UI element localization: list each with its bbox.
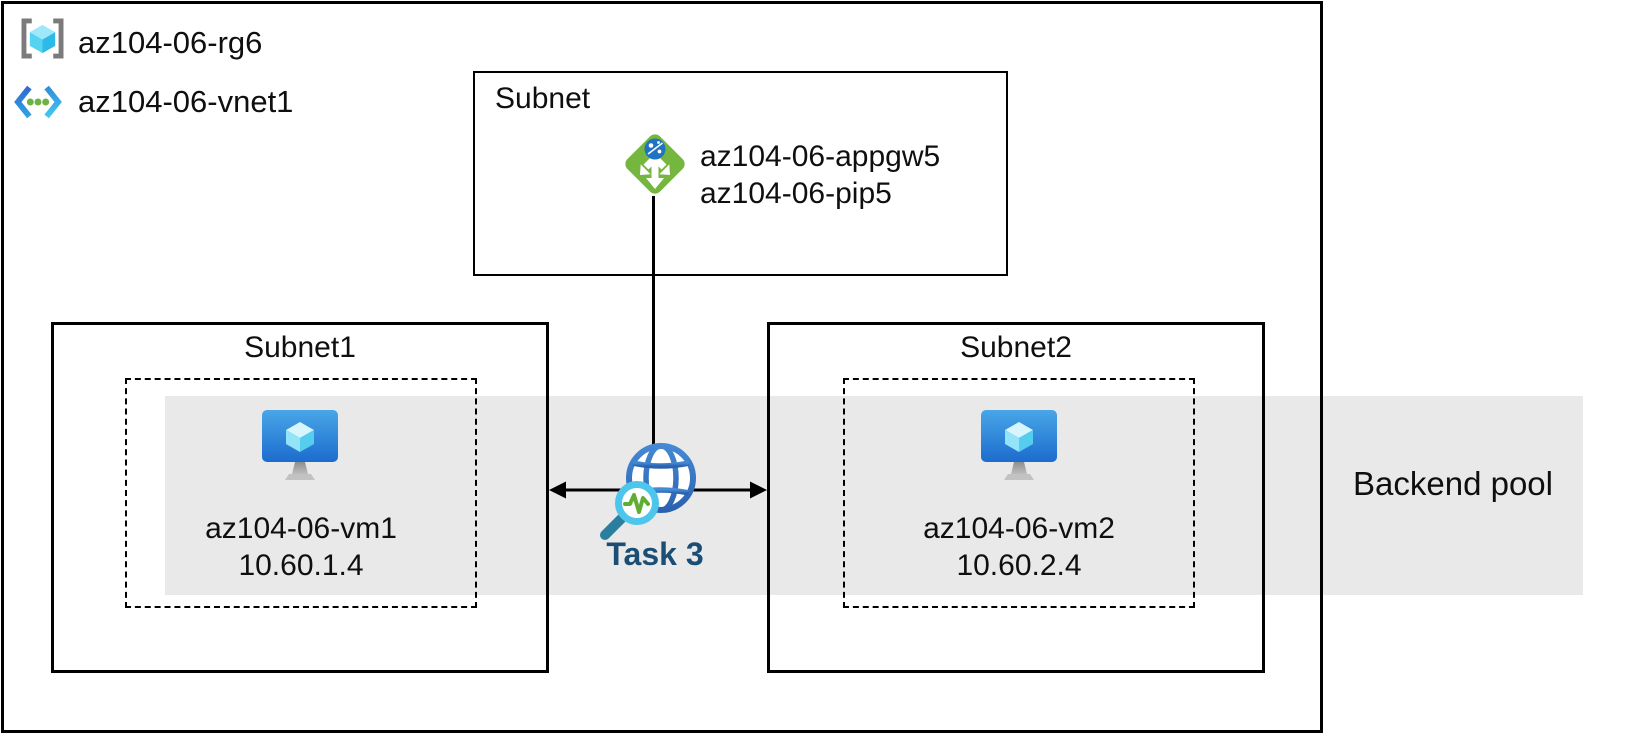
gateway-pip-label: az104-06-pip5 (700, 177, 892, 210)
vnet-boundary-box (1, 1, 1323, 733)
resource-group-icon (20, 18, 65, 59)
application-gateway-icon (620, 129, 690, 199)
gateway-subnet-box: Subnet (473, 71, 1008, 276)
task-label: Task 3 (606, 536, 704, 572)
magnifier-icon (600, 481, 659, 540)
virtual-machine-icon-vm1 (262, 410, 338, 484)
subnet2-title: Subnet2 (960, 331, 1072, 364)
subnet1-box: Subnet1 (51, 322, 549, 673)
subnet1-backend-dashed-box (125, 378, 477, 608)
gateway-labels: az104-06-appgw5 az104-06-pip5 (700, 138, 940, 212)
virtual-machine-icon-vm2 (981, 410, 1057, 484)
backend-pool-band (165, 396, 1583, 595)
vm1-name-label: az104-06-vm1 (205, 512, 397, 545)
resource-group-label: az104-06-rg6 (78, 25, 263, 60)
gateway-name-label: az104-06-appgw5 (700, 140, 941, 173)
vm2-name-label: az104-06-vm2 (923, 512, 1115, 545)
globe-magnifier-icon (589, 436, 701, 548)
vm2-ip-label: 10.60.2.4 (956, 549, 1082, 582)
virtual-network-icon (14, 84, 62, 120)
gateway-subnet-title: Subnet (495, 82, 591, 115)
subnet2-backend-dashed-box (843, 378, 1195, 608)
subnet1-title: Subnet1 (244, 331, 356, 364)
subnet2-box: Subnet2 (767, 322, 1265, 673)
connector-gateway-to-probe (652, 196, 655, 480)
vm1-ip-label: 10.60.1.4 (238, 549, 364, 582)
backend-pool-label: Backend pool (1353, 465, 1553, 502)
vnet-label: az104-06-vnet1 (78, 84, 294, 119)
